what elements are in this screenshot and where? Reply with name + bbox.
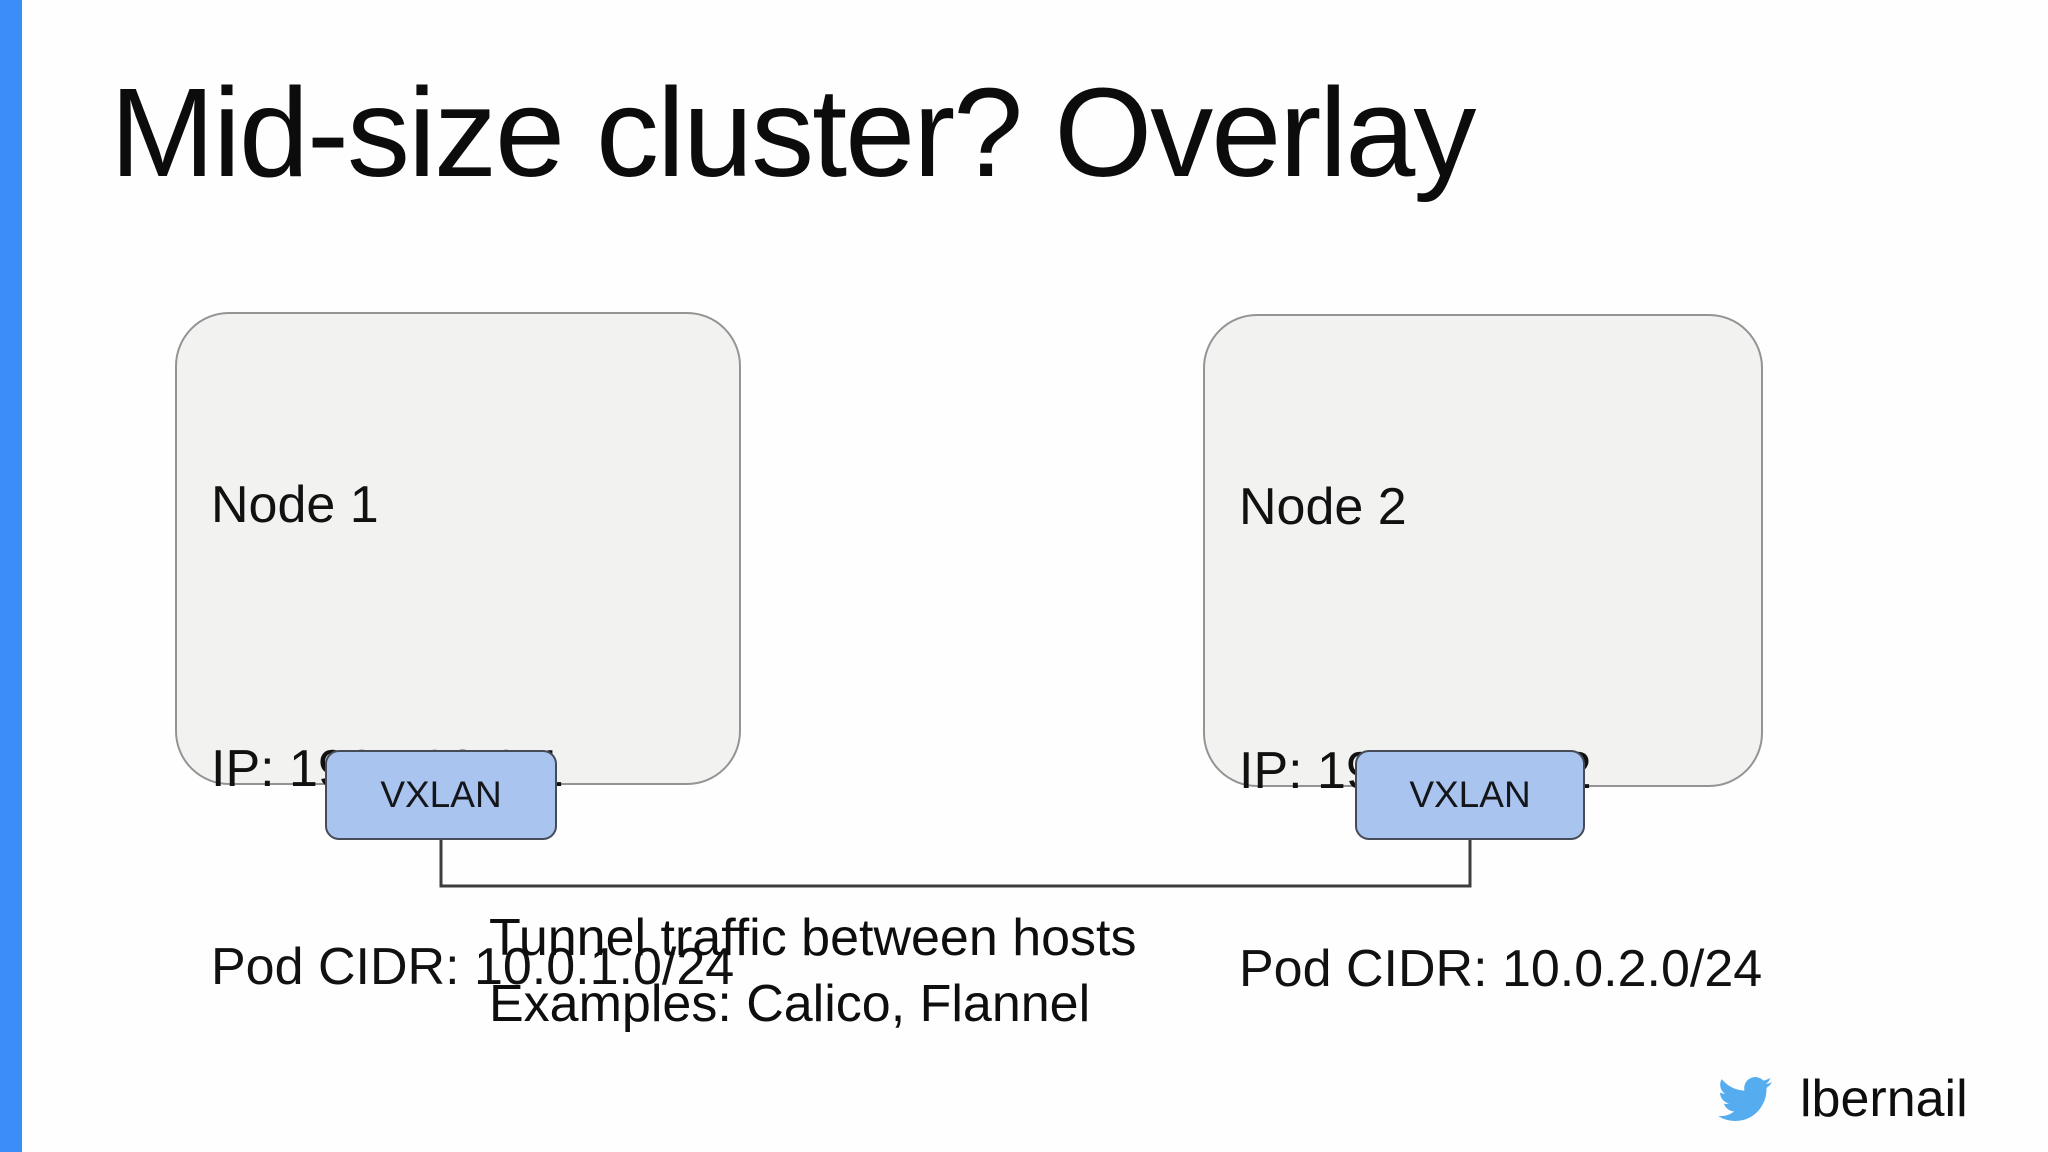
left-accent-bar [0, 0, 22, 1152]
twitter-icon [1712, 1072, 1778, 1126]
node-2-vxlan-label: VXLAN [1409, 774, 1531, 815]
node-1-vxlan-label: VXLAN [380, 774, 502, 815]
footer: lbernail [1712, 1072, 1968, 1126]
annotation-line-1: Tunnel traffic between hosts [489, 909, 1137, 967]
node-2-box: Node 2 IP: 192.168.0.2 Pod CIDR: 10.0.2.… [1203, 314, 1763, 998]
node-2-text: Node 2 IP: 192.168.0.2 Pod CIDR: 10.0.2.… [1239, 342, 1762, 1134]
tunnel-annotation: Tunnel traffic between hosts Examples: C… [489, 905, 1137, 1037]
node-1-vxlan-badge: VXLAN [325, 750, 557, 840]
node-1-cidr: Pod CIDR: 10.0.1.0/24 [211, 938, 735, 996]
node-2-label: Node 2 [1239, 478, 1407, 536]
node-1-label: Node 1 [211, 476, 379, 534]
node-1-text: Node 1 IP: 192.168.0.1 Pod CIDR: 10.0.1.… [211, 340, 734, 1132]
annotation-line-2: Examples: Calico, Flannel [489, 975, 1091, 1033]
node-2-vxlan-badge: VXLAN [1355, 750, 1585, 840]
node-1-box: Node 1 IP: 192.168.0.1 Pod CIDR: 10.0.1.… [175, 312, 741, 996]
slide-title: Mid-size cluster? Overlay [110, 62, 1476, 203]
twitter-handle: lbernail [1800, 1070, 1968, 1128]
node-2-cidr: Pod CIDR: 10.0.2.0/24 [1239, 940, 1763, 998]
